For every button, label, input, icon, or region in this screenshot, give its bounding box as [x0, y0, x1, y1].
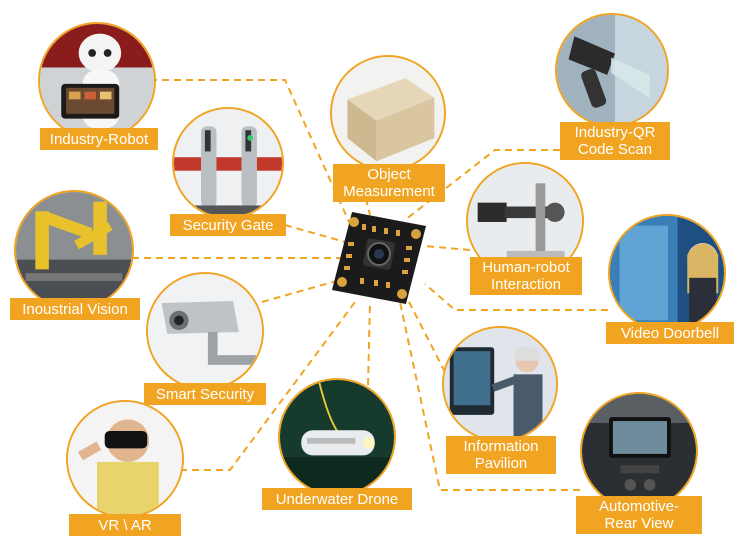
- industrial-vision-label: Inoustrial Vision: [10, 298, 140, 320]
- vr-headset-icon: [68, 402, 182, 516]
- smart-security-node: [146, 272, 264, 390]
- doorbell-person-icon: [610, 216, 724, 330]
- object-measurement-node: [330, 55, 446, 171]
- connector-security-gate: [284, 224, 346, 243]
- smart-security-label: Smart Security: [144, 383, 266, 405]
- barcode-scanner-icon: [557, 15, 667, 125]
- video-doorbell-label: Video Doorbell: [606, 322, 734, 344]
- car-dashboard-icon: [582, 394, 696, 508]
- object-measurement-label: Object Measurement: [333, 164, 445, 202]
- connector-vr-ar: [180, 301, 356, 471]
- connector-automotive: [399, 301, 580, 491]
- connector-human-robot: [424, 245, 471, 251]
- security-gate-node: [172, 107, 284, 219]
- video-doorbell-node: [608, 214, 726, 332]
- human-robot-label-line2: Interaction: [490, 276, 562, 293]
- connector-underwater-drone: [367, 301, 371, 386]
- camera-module-icon: [332, 212, 426, 304]
- object-measurement-label-line1: Object: [367, 166, 411, 183]
- turnstile-icon: [174, 109, 282, 217]
- information-pavilion-label-line1: Information: [463, 438, 539, 455]
- robot-arm-icon: [16, 192, 132, 308]
- vr-ar-label: VR \ AR: [69, 514, 181, 536]
- robot-icon: [40, 24, 154, 138]
- information-pavilion-node: [442, 326, 558, 442]
- information-pavilion-label-line2: Pavilion: [474, 455, 528, 472]
- kiosk-icon: [444, 328, 556, 440]
- security-gate-label: Security Gate: [170, 214, 286, 236]
- human-robot-label: Human-robot Interaction: [470, 257, 582, 295]
- industry-robot-label: Industry-Robot: [40, 128, 158, 150]
- industry-qr-node: [555, 13, 669, 127]
- industrial-vision-node: [14, 190, 134, 310]
- camera-module-board: [332, 212, 426, 304]
- cctv-camera-icon: [148, 274, 262, 388]
- connector-video-doorbell: [424, 283, 608, 311]
- underwater-drone-icon: [280, 380, 394, 494]
- object-measurement-label-line2: Measurement: [343, 183, 435, 200]
- connector-industry-robot: [150, 79, 356, 236]
- human-robot-label-line1: Human-robot: [482, 259, 570, 276]
- connector-information-pavilion: [407, 299, 446, 373]
- information-pavilion-label: Information Pavilion: [446, 436, 556, 474]
- connector-smart-security: [261, 279, 341, 303]
- underwater-drone-node: [278, 378, 396, 496]
- automotive-node: [580, 392, 698, 510]
- automotive-label-line1: Automotive-: [598, 498, 680, 515]
- automotive-label: Automotive- Rear View: [576, 496, 702, 534]
- underwater-drone-label: Underwater Drone: [262, 488, 412, 510]
- automotive-label-line2: Rear View: [604, 515, 674, 532]
- industry-robot-node: [38, 22, 156, 140]
- vr-ar-node: [66, 400, 184, 518]
- industry-qr-label: Industry-QR Code Scan: [560, 122, 670, 160]
- industry-qr-label-line1: Industry-QR: [574, 124, 656, 141]
- connector-industry-qr: [404, 149, 560, 221]
- box-icon: [332, 57, 444, 169]
- industry-qr-label-line2: Code Scan: [577, 141, 653, 158]
